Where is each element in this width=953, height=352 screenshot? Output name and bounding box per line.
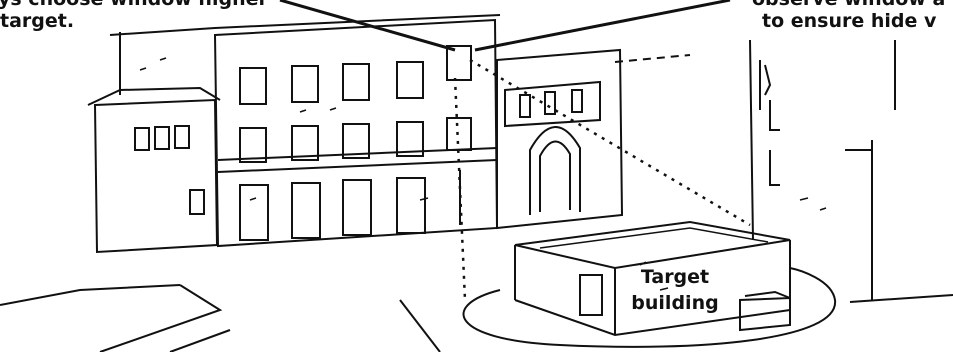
target-label-line2: building — [625, 290, 725, 316]
view-line-right — [470, 60, 750, 225]
caption-left-line2: target. — [0, 10, 74, 32]
target-label-line1: Target — [625, 264, 725, 290]
target-building-label: Target building — [625, 264, 725, 316]
caption-left-line1: ys choose window higher — [0, 0, 268, 10]
sightline-right-caption — [475, 0, 730, 50]
arched-building — [497, 50, 690, 228]
sketch-marks — [140, 58, 826, 290]
left-low-building — [88, 88, 220, 252]
caption-right-line1: observe window a — [752, 0, 945, 10]
caption-right-line2: to ensure hide v — [762, 10, 936, 32]
sightline-left-caption — [280, 0, 455, 50]
right-tall-building — [750, 40, 953, 302]
